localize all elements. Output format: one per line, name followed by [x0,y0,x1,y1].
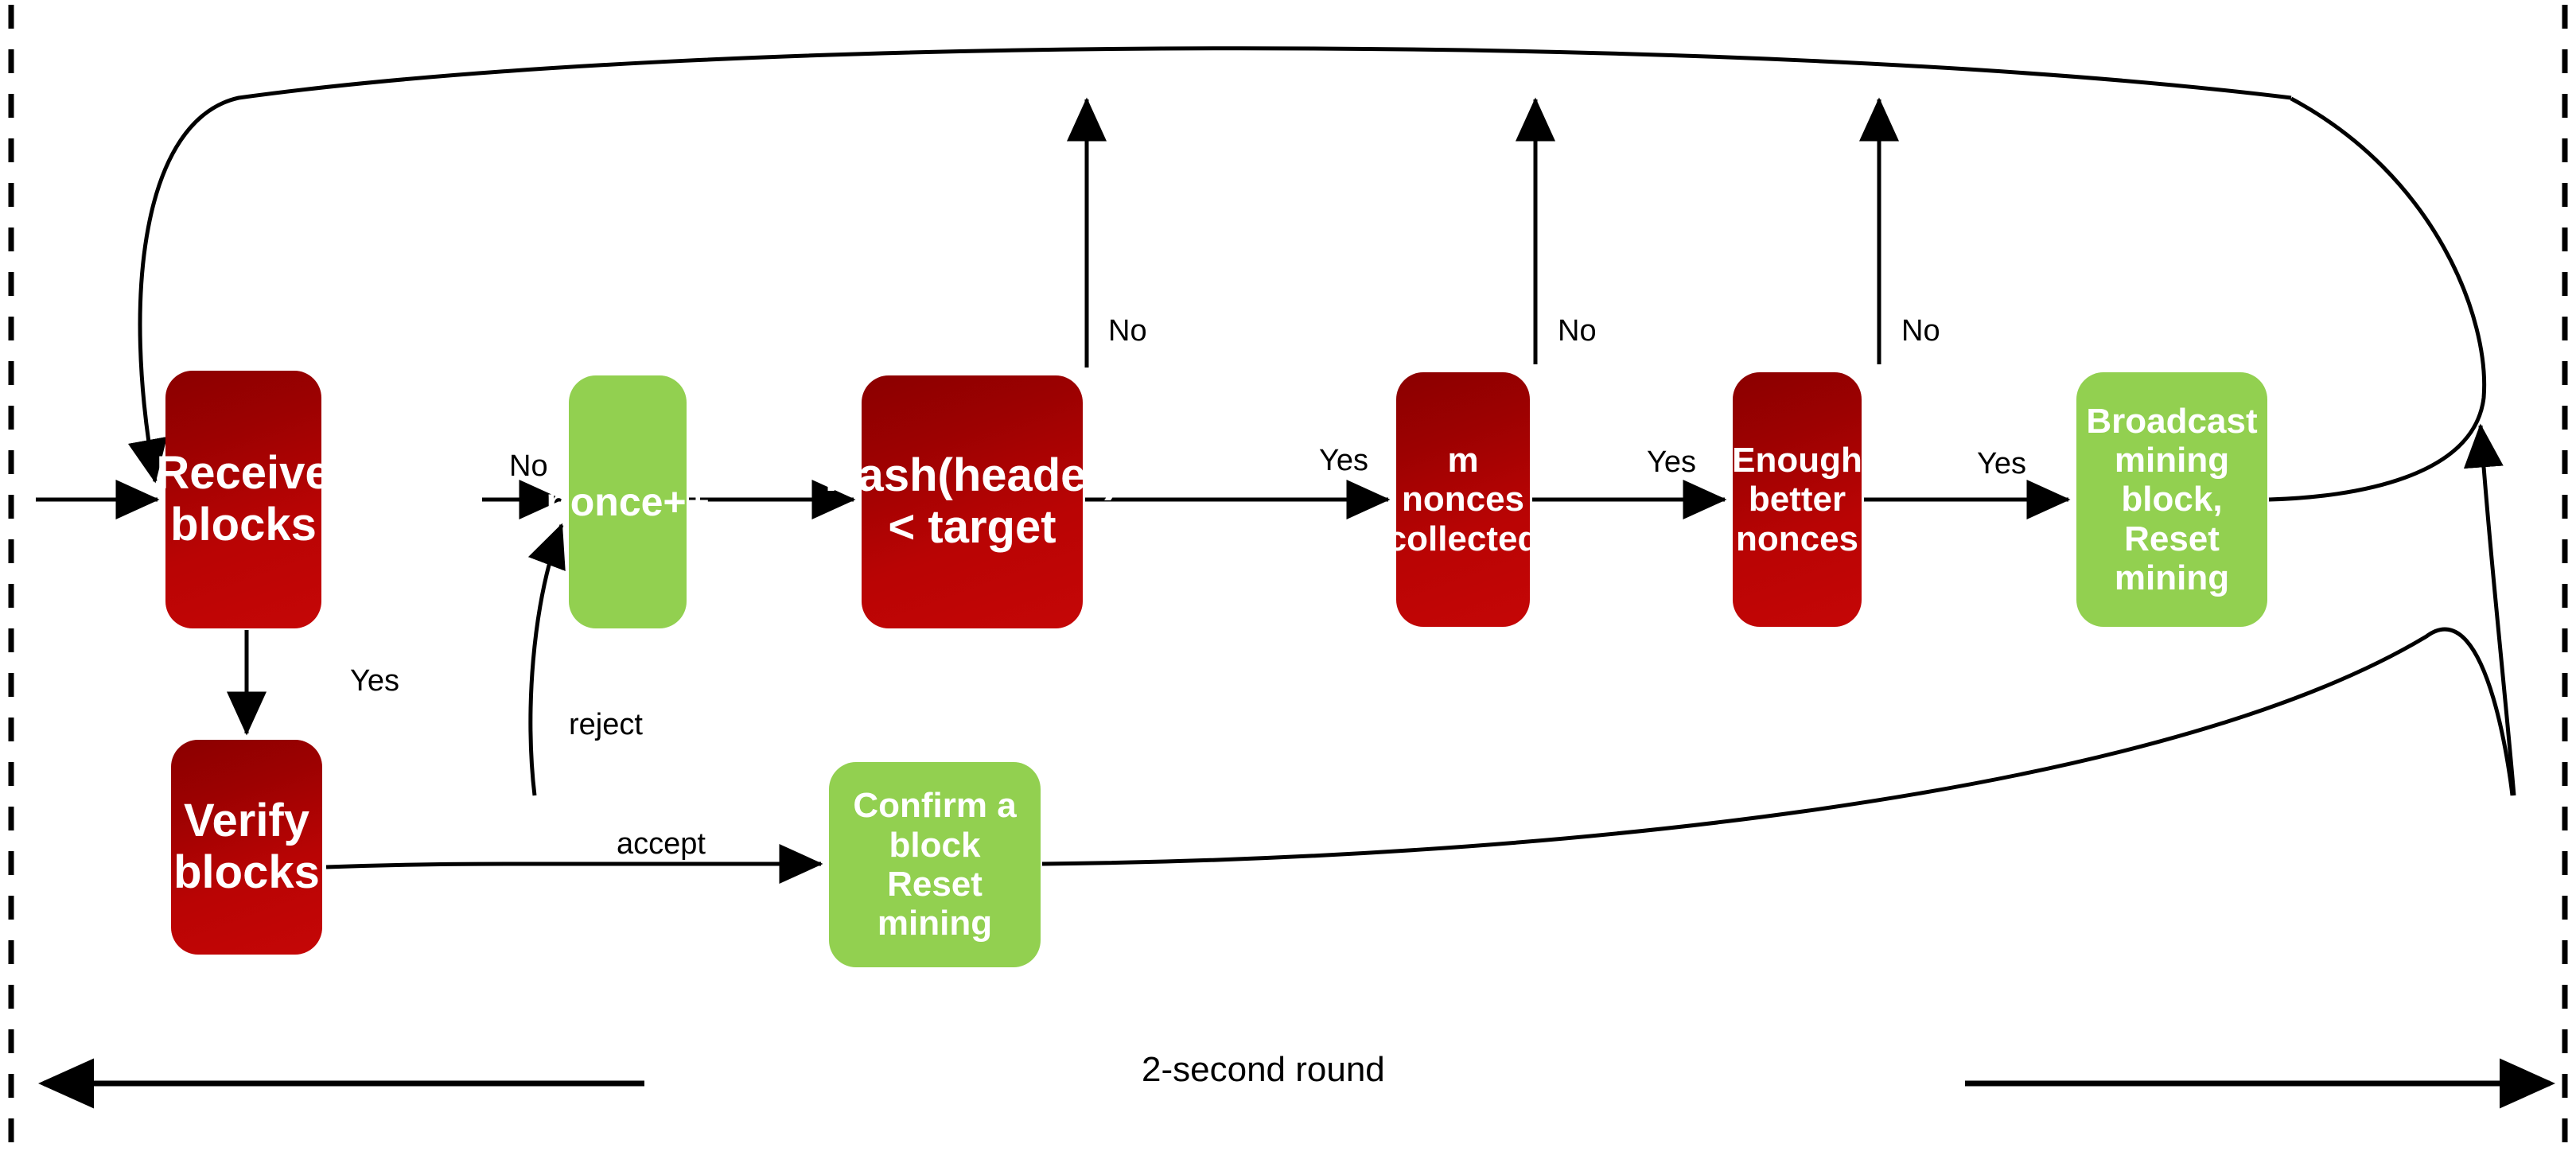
edge-label-enough-yes: Yes [1977,447,2026,480]
node-broadcast-block[interactable]: Broadcast mining block, Reset mining [2076,372,2267,627]
edge-label-hash-no: No [1108,314,1147,348]
node-label: Broadcast mining block, Reset mining [2086,401,2258,597]
node-label: Verify blocks [173,795,320,898]
node-label: Enough better nonces [1732,441,1862,558]
node-label: m nonces collected [1387,441,1539,558]
node-label: Confirm a block Reset mining [853,786,1017,943]
node-receive-blocks[interactable]: Receive blocks [156,371,331,628]
node-hash-target[interactable]: Hash(header) < target [825,375,1119,628]
edge-label-receive-no: No [509,449,548,483]
node-verify-blocks[interactable]: Verify blocks [171,740,322,955]
edge-label-receive-yes: Yes [350,664,399,698]
node-confirm-block[interactable]: Confirm a block Reset mining [829,762,1041,967]
edge-label-verify-reject: reject [569,708,643,741]
edge-verify-reject-to-nonce [527,523,566,796]
round-duration-label: 2-second round [1142,1050,1385,1089]
node-label: Hash(header) < target [824,449,1120,553]
node-label: nonce++ [546,480,710,524]
edge-label-hash-yes: Yes [1319,444,1368,477]
edge-top-return-arc-to-receive [127,46,2292,484]
node-nonce-increment[interactable]: nonce++ [546,375,710,628]
edge-verify-accept-to-confirm [325,844,823,884]
node-m-nonces[interactable]: m nonces collected [1387,372,1539,627]
node-enough-nonces[interactable]: Enough better nonces [1732,372,1862,627]
edge-broadcast-to-right-loop [2268,96,2487,502]
edge-confirm-to-right-loop [1041,627,2515,866]
edge-right-loop-arrowhead-path [2463,423,2516,796]
edge-label-verify-accept: accept [617,827,706,861]
edge-label-mnonces-yes: Yes [1647,445,1696,479]
edge-label-enough-no: No [1901,314,1940,348]
edge-label-mnonces-no: No [1558,314,1597,348]
node-label: Receive blocks [156,447,331,550]
